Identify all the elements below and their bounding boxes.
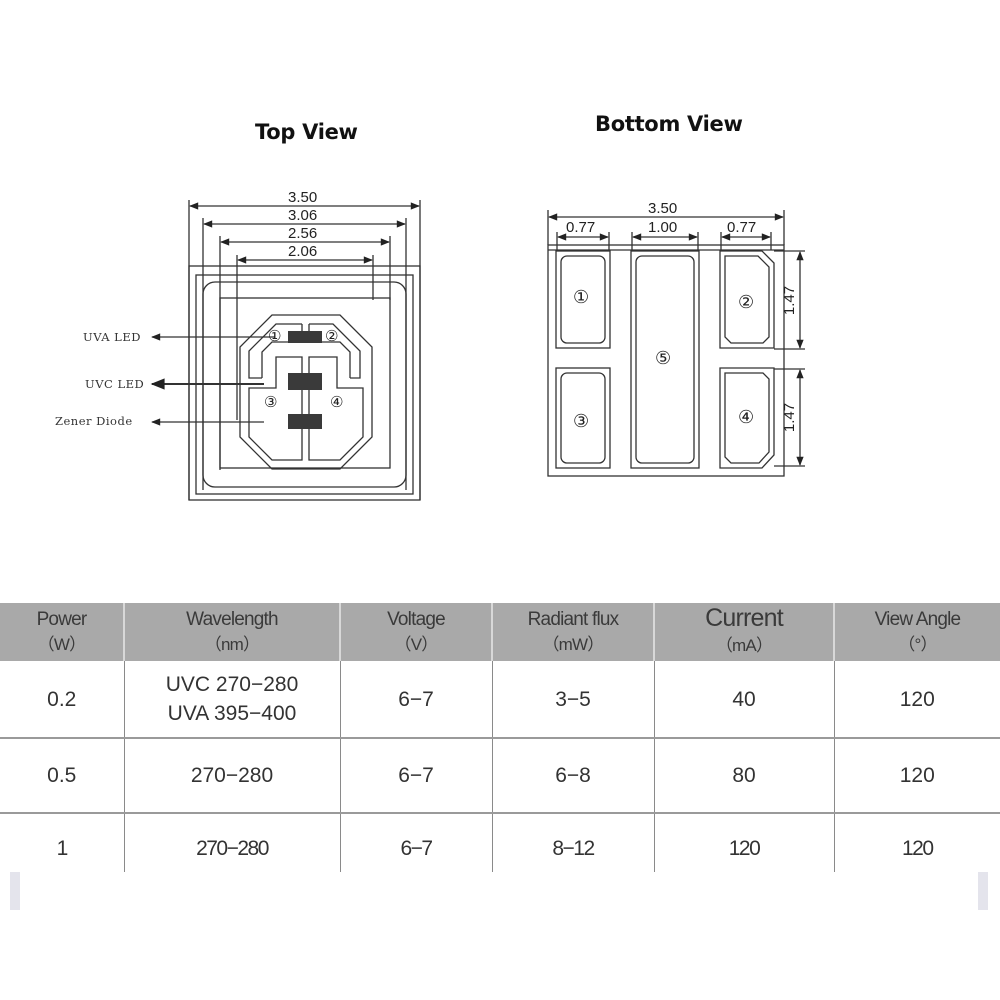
header-power: Power（W） xyxy=(0,603,124,661)
uvc-led-die xyxy=(288,373,322,390)
dim-top-3-50: 3.50 xyxy=(288,189,318,206)
dim-bottom-right-pad-width: 0.77 xyxy=(727,219,757,236)
bottom-pad-2-label: ② xyxy=(738,292,755,313)
header-current: Current（mA） xyxy=(653,603,834,661)
top-view-drawing xyxy=(150,200,421,501)
top-pad-1-label: ① xyxy=(268,327,282,345)
led-dies xyxy=(288,331,322,429)
cell-voltage: 6−7 xyxy=(339,813,492,877)
cell-wavelength: 270−280 xyxy=(123,813,340,877)
blank-area xyxy=(0,872,1000,1000)
zener-diode-die xyxy=(288,414,322,429)
uva-led-die xyxy=(288,331,322,343)
cell-power: 0.2 xyxy=(0,661,124,739)
bottom-view-title: Bottom View xyxy=(595,112,743,136)
dim-bottom-lower-pad-height: 1.47 xyxy=(781,402,799,433)
header-radiant-flux: Radiant flux（mW） xyxy=(491,603,654,661)
bottom-view-drawing xyxy=(547,210,805,477)
cell-current: 80 xyxy=(653,738,834,814)
package-drawings xyxy=(150,200,805,501)
cell-voltage: 6−7 xyxy=(339,738,492,814)
cell-radiant-flux: 6−8 xyxy=(491,738,654,814)
top-pad-3-label: ③ xyxy=(264,393,278,411)
cell-current: 40 xyxy=(653,661,834,739)
dim-bottom-overall-width: 3.50 xyxy=(648,200,678,217)
table-row: 1 270−280 6−7 8−12 120 120 xyxy=(0,813,1000,877)
table-row: 0.5 270−280 6−7 6−8 80 120 xyxy=(0,738,1000,814)
dim-top-2-06: 2.06 xyxy=(288,243,318,260)
cell-view-angle: 120 xyxy=(833,813,1000,877)
cell-voltage: 6−7 xyxy=(339,661,492,739)
callout-uvc-led: UVC LED xyxy=(85,377,145,391)
cell-power: 0.5 xyxy=(0,738,124,814)
bottom-pad-3-label: ③ xyxy=(573,411,590,432)
cell-view-angle: 120 xyxy=(833,661,1000,739)
spec-table: Power（W） Wavelength（nm） Voltage（V） Radia… xyxy=(0,603,1000,877)
top-pad-2-label: ② xyxy=(325,327,339,345)
top-pad-4-label: ④ xyxy=(330,393,344,411)
bottom-pad-4-label: ④ xyxy=(738,407,755,428)
header-view-angle: View Angle（°） xyxy=(833,603,1000,661)
cell-radiant-flux: 8−12 xyxy=(491,813,654,877)
bottom-pad-5-label: ⑤ xyxy=(655,348,672,369)
dim-bottom-upper-pad-height: 1.47 xyxy=(781,285,799,316)
header-voltage: Voltage（V） xyxy=(339,603,492,661)
top-view-title: Top View xyxy=(255,120,358,144)
dim-top-2-56: 2.56 xyxy=(288,225,318,242)
table-header-row: Power（W） Wavelength（nm） Voltage（V） Radia… xyxy=(0,603,1000,661)
cell-power: 1 xyxy=(56,836,69,860)
dim-top-3-06: 3.06 xyxy=(288,207,318,224)
header-wavelength: Wavelength（nm） xyxy=(123,603,340,661)
bottom-pad-1-label: ① xyxy=(573,287,590,308)
dim-bottom-left-pad-width: 0.77 xyxy=(566,219,596,236)
cell-view-angle: 120 xyxy=(833,738,1000,814)
left-edge-marker xyxy=(10,872,20,910)
callout-uva-led: UVA LED xyxy=(83,330,141,344)
right-edge-marker xyxy=(978,872,988,910)
dim-bottom-center-pad-width: 1.00 xyxy=(648,219,678,236)
callout-zener-diode: Zener Diode xyxy=(55,414,133,428)
cell-current: 120 xyxy=(653,813,834,877)
cell-radiant-flux: 3−5 xyxy=(491,661,654,739)
cell-wavelength: 270−280 xyxy=(123,738,340,814)
